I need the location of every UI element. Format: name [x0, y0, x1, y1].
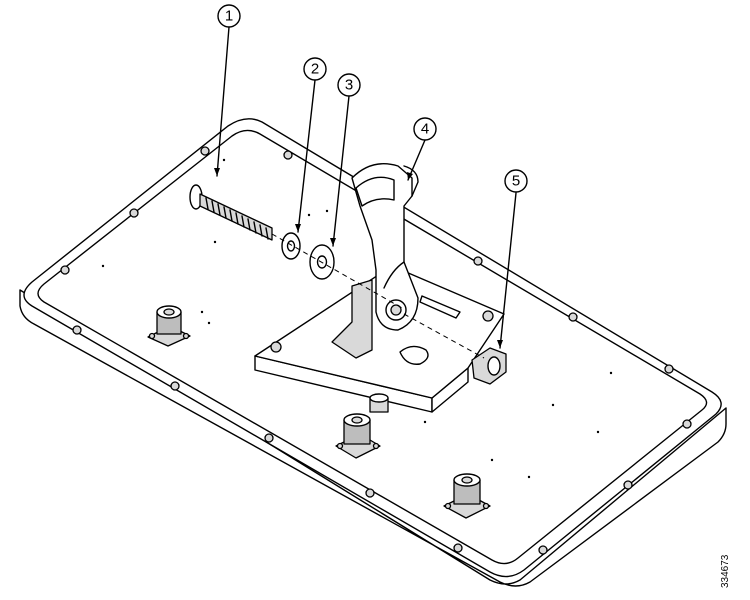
bracket-nut	[270, 341, 282, 353]
assembly-axis-line	[271, 233, 403, 309]
callout-4: 4	[413, 117, 437, 141]
n-connector-right	[443, 473, 491, 519]
callout-1: 1	[217, 4, 241, 28]
callout-label: 5	[512, 173, 520, 190]
callout-3: 3	[337, 73, 361, 97]
callout-5: 5	[504, 169, 528, 193]
leader-lines	[214, 26, 517, 349]
connector-nut	[369, 393, 389, 413]
pivot-bracket-arm	[331, 163, 419, 359]
bracket-nut	[482, 310, 494, 322]
callout-2: 2	[303, 57, 327, 81]
plate-holes	[101, 158, 613, 479]
figure-id: 334673	[720, 554, 731, 588]
callout-label: 3	[345, 77, 353, 94]
callout-label: 2	[311, 61, 319, 78]
callout-label: 4	[421, 121, 429, 138]
callout-label: 1	[225, 8, 233, 25]
lock-washer	[281, 232, 301, 260]
hex-bolt	[189, 184, 273, 241]
hex-nut	[471, 347, 507, 385]
assembly-axis-line	[403, 313, 485, 359]
n-connector-left	[147, 305, 191, 347]
plate-screws	[60, 146, 692, 555]
n-connector-center	[335, 413, 381, 459]
